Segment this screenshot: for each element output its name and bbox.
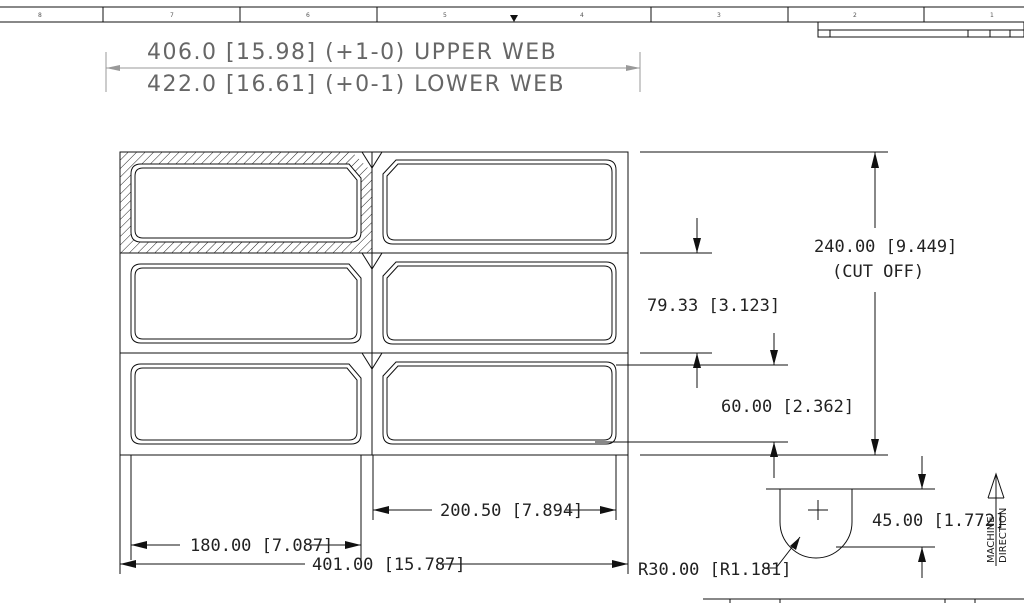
- zone-label: 2: [853, 12, 857, 19]
- depth-value: 45.00 [1.772]: [872, 511, 1005, 531]
- web-width-dimension: 406.0 [15.98] (+1-0) UPPER WEB 422.0 [16…: [105, 40, 641, 97]
- zone-label: 7: [170, 12, 174, 19]
- bottom-extension-lines: [119, 455, 629, 574]
- zone-label: 6: [306, 12, 310, 19]
- upper-web-text: 406.0 [15.98] (+1-0) UPPER WEB: [147, 40, 557, 65]
- label-outline: [382, 361, 617, 445]
- zone-label: 3: [717, 12, 721, 19]
- title-block-strip: [703, 598, 1024, 603]
- overall-width-dimension: 401.00 [15.787]: [120, 555, 628, 575]
- label-grid: [119, 151, 629, 456]
- label-outline: [130, 363, 362, 445]
- label-outline: [130, 163, 362, 243]
- pitch-value: 79.33 [3.123]: [647, 296, 780, 316]
- cut-off-dimension: 240.00 [9.449] (CUT OFF): [640, 151, 957, 456]
- overall-width-value: 401.00 [15.787]: [312, 555, 466, 575]
- label-width-value: 200.50 [7.894]: [440, 501, 583, 521]
- center-mark-icon: [510, 15, 518, 22]
- label-height-dimension: 60.00 [2.362]: [595, 333, 854, 478]
- pitch-dimension: 79.33 [3.123]: [640, 218, 780, 388]
- label-outline: [382, 261, 617, 345]
- hatched-label-area: [120, 152, 372, 253]
- machine-direction-line1: MACHINE: [986, 516, 997, 563]
- depth-dimension: 45.00 [1.772]: [872, 456, 1005, 578]
- label-height-value: 60.00 [2.362]: [721, 397, 854, 417]
- cut-off-label: (CUT OFF): [832, 262, 924, 282]
- lower-web-text: 422.0 [16.61] (+0-1) LOWER WEB: [147, 72, 565, 97]
- zone-label: 1: [990, 12, 994, 19]
- cut-off-value: 240.00 [9.449]: [814, 237, 957, 257]
- label-outline: [130, 263, 362, 344]
- zone-label: 8: [38, 12, 42, 19]
- machine-direction-line2: DIRECTION: [998, 508, 1009, 563]
- revision-block: [817, 21, 1024, 38]
- radius-value: R30.00 [R1.181]: [638, 560, 792, 580]
- machine-direction-indicator: MACHINE DIRECTION: [986, 472, 1009, 566]
- label-outline: [382, 159, 617, 245]
- drawing-border-top: 8 7 6 5 4 3 2 1: [0, 6, 1024, 23]
- zone-label: 4: [580, 12, 584, 19]
- left-width-value: 180.00 [7.087]: [190, 536, 333, 556]
- label-width-dimension: 200.50 [7.894]: [373, 501, 616, 521]
- left-width-dimension: 180.00 [7.087]: [131, 536, 361, 556]
- zone-label: 5: [443, 12, 447, 19]
- corner-detail: R30.00 [R1.181]: [638, 488, 935, 580]
